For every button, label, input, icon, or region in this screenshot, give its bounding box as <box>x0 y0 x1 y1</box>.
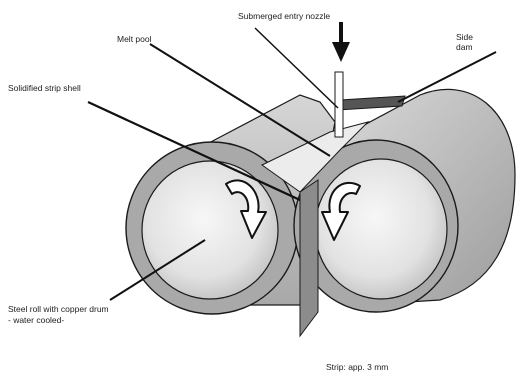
leader-line-nozzle <box>255 28 338 108</box>
pour-direction-arrow <box>332 22 350 62</box>
label-melt-pool: Melt pool <box>117 34 152 44</box>
label-steel-roll-line2: - water cooled- <box>8 315 64 325</box>
nozzle-tube <box>335 72 343 137</box>
label-side-dam-line1: Side <box>456 32 473 42</box>
label-side-dam-line2: dam <box>456 42 473 52</box>
label-submerged-entry-nozzle: Submerged entry nozzle <box>238 11 330 21</box>
label-solidified-strip-shell: Solidified strip shell <box>8 83 81 93</box>
cast-strip <box>300 180 318 336</box>
label-steel-roll-line1: Steel roll with copper drum <box>8 304 109 314</box>
label-strip-thickness: Strip: app. 3 mm <box>326 362 388 372</box>
submerged-entry-nozzle <box>335 72 343 137</box>
left-roll-copper-drum-face <box>142 161 278 299</box>
